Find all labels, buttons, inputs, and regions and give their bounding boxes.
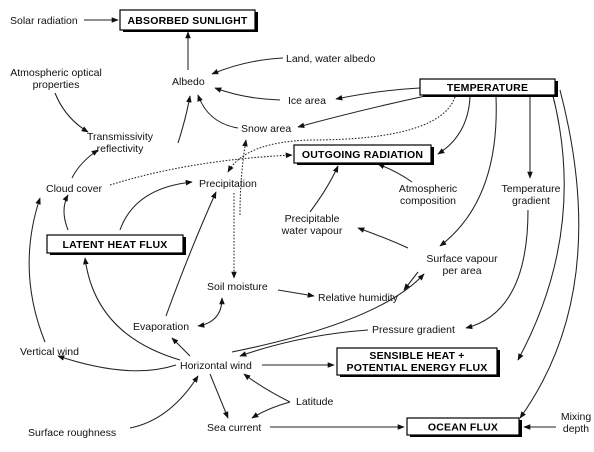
node-mixing-depth-line1: Mixing: [561, 411, 592, 423]
absorbed-sunlight-label: ABSORBED SUNLIGHT: [127, 15, 247, 27]
edge-temp-to-ice: [335, 87, 421, 101]
box-absorbed-sunlight: ABSORBED SUNLIGHT: [119, 9, 258, 32]
node-atmospheric-optical-line2: properties: [33, 79, 80, 91]
box-sensible-heat: SENSIBLE HEAT + POTENTIAL ENERGY FLUX: [336, 347, 500, 377]
sensible-heat-label-line1: SENSIBLE HEAT +: [369, 350, 464, 362]
node-sea-current: Sea current: [207, 422, 261, 434]
node-precipitable-line1: Precipitable: [285, 213, 340, 225]
node-snow-area: Snow area: [241, 123, 291, 135]
node-surface-vapour-line1: Surface vapour: [426, 253, 498, 265]
edge-tempgradient-to-pressure: [465, 209, 529, 330]
edge-snow-to-albedo: [197, 94, 239, 129]
latent-heat-flux-label: LATENT HEAT FLUX: [63, 239, 168, 251]
edge-cloud-to-transmissivity: [71, 149, 99, 179]
node-soil-moisture: Soil moisture: [207, 281, 268, 293]
sensible-heat-label-line2: POTENTIAL ENERGY FLUX: [347, 362, 488, 374]
node-precipitation: Precipitation: [199, 178, 257, 190]
node-atmospheric-composition-line1: Atmospheric: [399, 183, 457, 195]
node-atmospheric-optical-line1: Atmospheric optical: [10, 67, 102, 79]
edge-temp-to-oceanflux: [519, 89, 580, 419]
edge-horizwind-to-latent: [83, 257, 181, 361]
edge-cloud-to-outgoing: [109, 152, 293, 186]
edge-latitude-to-horizwind: [243, 373, 291, 403]
edge-horizwind-to-seacurrent: [209, 373, 229, 419]
node-labels: Solar radiation Albedo Land, water albed…: [10, 15, 591, 439]
edge-surfacevapour-to-precipitable: [357, 227, 409, 249]
edge-roughness-to-horizwind: [129, 375, 199, 429]
temperature-label: TEMPERATURE: [447, 82, 528, 94]
box-temperature: TEMPERATURE: [419, 78, 558, 97]
edge-transmissivity-to-albedo: [177, 95, 192, 144]
node-precipitable-line2: water vapour: [281, 225, 343, 237]
node-transmissivity-line1: Transmissivity: [87, 131, 154, 143]
edge-horizwind-to-verticalwind: [57, 355, 177, 372]
node-cloud-cover: Cloud cover: [46, 183, 103, 195]
edge-atmcomp-to-outgoing: [377, 163, 413, 183]
node-horizontal-wind: Horizontal wind: [180, 360, 252, 372]
outgoing-radiation-label: OUTGOING RADIATION: [302, 149, 423, 161]
edge-soil-evaporation-both: [197, 297, 225, 328]
node-transmissivity-line2: reflectivity: [97, 143, 144, 155]
node-temperature-gradient-line2: gradient: [512, 195, 550, 207]
node-surface-vapour-line2: per area: [442, 265, 481, 277]
edge-latent-to-cloud: [62, 194, 69, 231]
edge-atmoptical-to-transmissivity: [54, 92, 89, 133]
edge-landalbedo-to-albedo: [211, 57, 284, 75]
node-solar-radiation: Solar radiation: [10, 15, 78, 27]
edge-temp-to-snow: [297, 94, 431, 129]
edge-latitude-to-seacurrent: [251, 401, 291, 419]
node-albedo: Albedo: [172, 76, 205, 88]
node-atmospheric-composition-line2: composition: [400, 195, 456, 207]
edge-temp-to-sensible: [517, 91, 565, 361]
edge-horizwind-to-evaporation: [171, 337, 191, 357]
node-temperature-gradient-line1: Temperature: [502, 183, 561, 195]
edge-snow-to-precipitation-dotted: [239, 139, 248, 216]
node-ice-area: Ice area: [288, 95, 326, 107]
edge-temp-to-surfacevapour: [439, 96, 497, 247]
node-evaporation: Evaporation: [133, 321, 189, 333]
edge-temp-to-precipitation: [227, 96, 456, 173]
edge-surfacevapour-to-relhumidity: [403, 271, 419, 291]
node-mixing-depth-line2: depth: [563, 423, 589, 435]
ocean-flux-label: OCEAN FLUX: [428, 422, 498, 434]
node-vertical-wind: Vertical wind: [20, 346, 79, 358]
node-latitude: Latitude: [296, 396, 334, 408]
node-land-water-albedo: Land, water albedo: [286, 53, 375, 65]
edge-soil-to-relhumidity: [277, 289, 315, 298]
edge-precipitable-to-outgoing: [309, 165, 339, 213]
edge-temp-to-outgoing: [437, 96, 471, 155]
node-relative-humidity: Relative humidity: [318, 292, 399, 304]
edge-ice-to-albedo: [214, 87, 281, 101]
edge-latent-to-precipitation: [119, 179, 193, 231]
edge-horizwind-to-surfacevapour: [231, 273, 425, 353]
box-ocean-flux: OCEAN FLUX: [406, 417, 522, 437]
box-outgoing-radiation: OUTGOING RADIATION: [293, 144, 434, 165]
box-latent-heat-flux: LATENT HEAT FLUX: [46, 234, 186, 255]
edge-verticalwind-to-cloud: [28, 197, 46, 343]
node-pressure-gradient: Pressure gradient: [372, 324, 455, 336]
node-surface-roughness: Surface roughness: [28, 427, 116, 439]
edge-pressure-to-horizwind: [239, 329, 369, 357]
edge-evaporation-to-precipitation: [165, 191, 217, 317]
edges: [28, 17, 580, 430]
